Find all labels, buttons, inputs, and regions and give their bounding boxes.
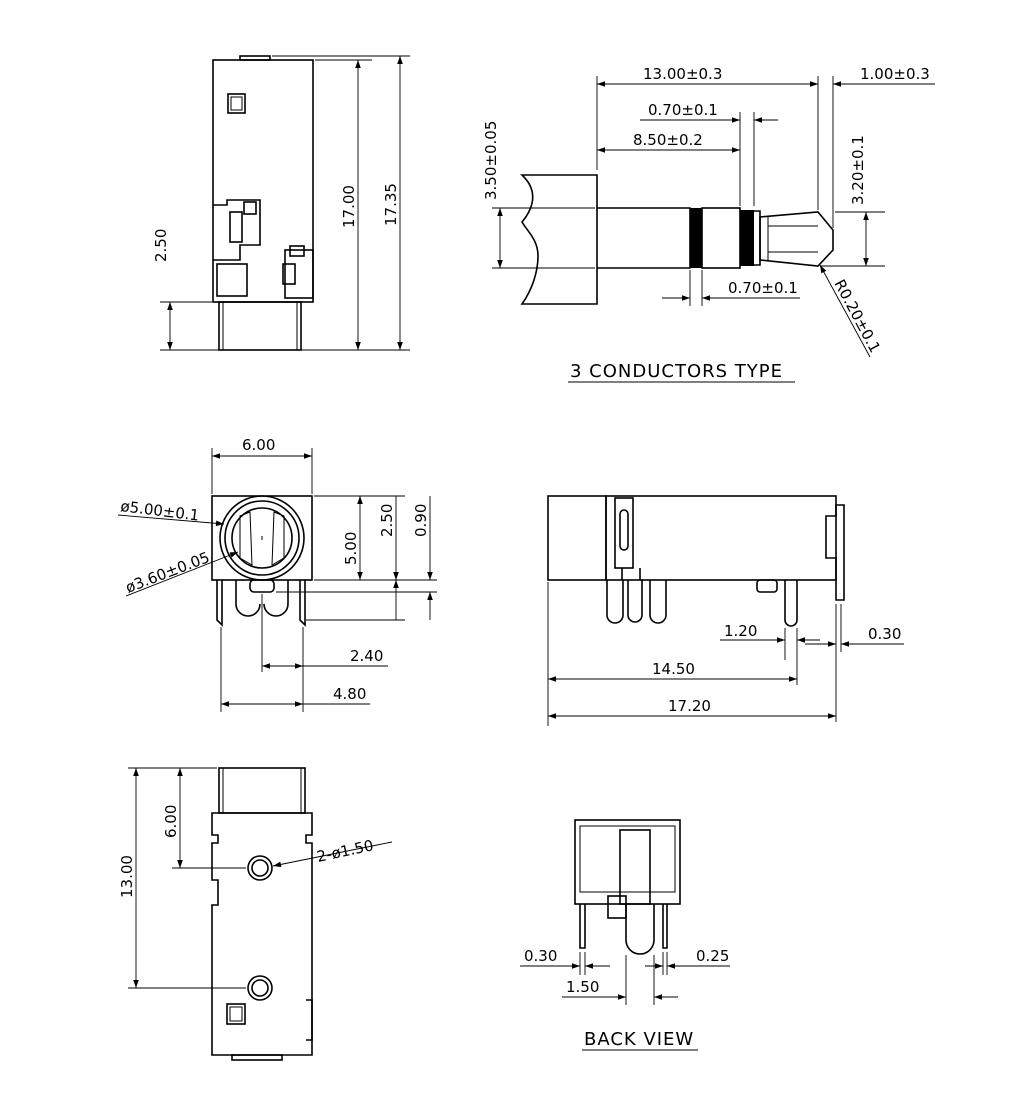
front-view: 6.00 5.00 2.50 0.90 ø5.00±0.1 ø3.60±0.05 [117, 436, 437, 712]
dim-base-2-50: 2.50 [152, 229, 170, 262]
dim-sleeve-length: 8.50±0.2 [633, 131, 703, 149]
dim-height-17-00: 17.00 [340, 185, 358, 228]
dim-tip-extra: 1.00±0.3 [860, 65, 930, 83]
dim-outer-diameter: ø5.00±0.1 [120, 497, 201, 524]
top-view: 6.00 13.00 2-ø1.50 [118, 767, 393, 1061]
dim-back-pitch-1-50: 1.50 [566, 978, 599, 996]
dim-len-13-00: 13.00 [118, 855, 136, 898]
side-view-body [212, 55, 314, 351]
dim-back-pin-0-25: 0.25 [696, 947, 729, 965]
dim-len-14-50: 14.50 [652, 660, 695, 678]
front-view-dimensions: 6.00 5.00 2.50 0.90 ø5.00±0.1 ø3.60±0.05 [117, 436, 437, 712]
dim-ring-gap: 0.70±0.1 [728, 279, 798, 297]
dim-insulator-width: 0.70±0.1 [648, 101, 718, 119]
side-view-dimensions: 17.00 17.35 2.50 [152, 55, 410, 351]
dim-pin-0-30: 0.30 [868, 625, 901, 643]
long-view: 1.20 0.30 14.50 17.20 [547, 495, 904, 726]
top-view-body [211, 767, 313, 1061]
plug-caption: 3 CONDUCTORS TYPE [570, 361, 783, 382]
dim-total-length: 13.00±0.3 [643, 65, 722, 83]
dim-len-17-20: 17.20 [668, 697, 711, 715]
front-view-body [211, 495, 313, 627]
top-view-dimensions: 6.00 13.00 2-ø1.50 [118, 767, 393, 989]
plug-dimensions: 13.00±0.3 1.00±0.3 0.70±0.1 8.50±0.2 3.5… [482, 65, 935, 358]
side-view: 17.00 17.35 2.50 [152, 55, 410, 351]
plug-view: 13.00±0.3 1.00±0.3 0.70±0.1 8.50±0.2 3.5… [482, 65, 935, 383]
back-view-caption: BACK VIEW [584, 1029, 694, 1050]
plug-body [519, 174, 834, 305]
dim-height-5-00: 5.00 [342, 532, 360, 565]
dim-width-6-00: 6.00 [242, 436, 275, 454]
dim-pin-1-20: 1.20 [724, 622, 757, 640]
back-view: 0.30 0.25 1.50 BACK VIEW [520, 819, 730, 1051]
dim-pin-4-80: 4.80 [333, 685, 366, 703]
dim-height-0-90: 0.90 [412, 504, 430, 537]
back-view-body [574, 819, 681, 955]
back-view-dimensions: 0.30 0.25 1.50 [520, 947, 730, 1005]
dim-diameter: 3.50±0.05 [482, 121, 500, 200]
dim-len-6-00: 6.00 [162, 805, 180, 838]
dim-tip-diameter: 3.20±0.1 [849, 135, 867, 205]
long-view-dimensions: 1.20 0.30 14.50 17.20 [547, 582, 904, 726]
long-view-body [547, 495, 845, 627]
dim-height-17-35: 17.35 [382, 183, 400, 226]
dim-holes: 2-ø1.50 [315, 836, 375, 866]
dim-back-pin-0-30: 0.30 [524, 947, 557, 965]
dim-inner-diameter: ø3.60±0.05 [123, 548, 212, 597]
dim-height-2-50: 2.50 [378, 504, 396, 537]
dim-tip-radius: R0.20±0.1 [830, 276, 884, 355]
dim-pin-2-40: 2.40 [350, 647, 383, 665]
